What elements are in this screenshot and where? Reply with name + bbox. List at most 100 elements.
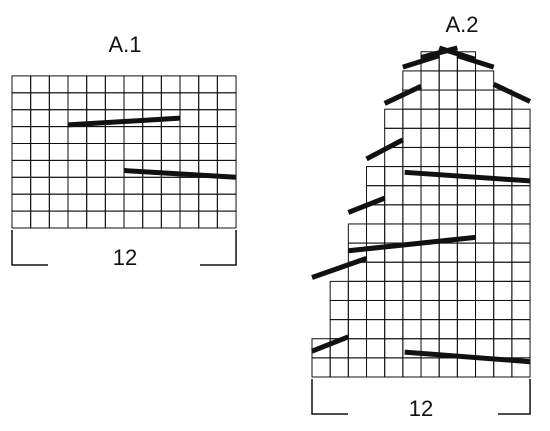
grid-cell xyxy=(366,261,386,282)
grid-cell xyxy=(475,242,495,263)
grid-cell xyxy=(329,280,349,301)
grid-cell xyxy=(104,92,125,111)
grid-cell xyxy=(86,159,106,178)
stitch-mark xyxy=(365,137,405,162)
stitch-mark xyxy=(402,53,440,70)
grid-cell xyxy=(384,204,404,225)
grid-cell xyxy=(30,159,50,178)
grid-cell xyxy=(123,92,144,111)
grid-cell xyxy=(123,75,144,94)
grid-cell xyxy=(438,127,458,148)
grid-cell xyxy=(475,108,495,129)
grid-cell xyxy=(402,261,422,282)
grid-cell xyxy=(366,223,386,244)
chart-title: A.2 xyxy=(445,12,478,37)
grid-cell xyxy=(48,92,69,111)
grid-cell xyxy=(456,89,477,110)
grid-cell xyxy=(493,146,513,168)
grid-cell xyxy=(438,204,458,225)
grid-cell xyxy=(86,143,106,161)
grid-cell xyxy=(420,108,440,129)
grid-cell xyxy=(179,176,200,195)
grid-cell xyxy=(104,210,125,229)
grid-cell xyxy=(511,261,531,282)
grid-cell xyxy=(475,319,495,340)
grid-cell xyxy=(198,109,218,128)
grid-cell xyxy=(384,357,404,378)
grid-cell xyxy=(402,204,422,225)
grid-cell xyxy=(511,204,531,225)
grid-cell xyxy=(493,242,513,263)
grid-cell xyxy=(347,357,368,378)
grid-cell xyxy=(475,89,495,110)
chart-grid xyxy=(311,51,531,378)
grid-cell xyxy=(420,319,440,340)
grid-cell xyxy=(402,280,422,301)
grid-cell xyxy=(511,338,531,359)
grid-cell xyxy=(456,204,477,225)
grid-cell xyxy=(438,261,458,282)
grid-cell xyxy=(438,280,458,301)
grid-cell xyxy=(48,109,69,128)
grid-cell xyxy=(198,193,218,212)
grid-cell xyxy=(475,185,495,206)
grid-cell xyxy=(86,92,106,111)
grid-cell xyxy=(456,127,477,148)
grid-cell xyxy=(475,261,495,282)
grid-cell xyxy=(347,280,368,301)
stitch-mark xyxy=(123,168,237,180)
grid-cell xyxy=(438,70,458,91)
grid-cell xyxy=(123,210,144,229)
grid-cell xyxy=(104,159,125,178)
grid-cell xyxy=(511,299,531,321)
stitch-mark xyxy=(347,195,386,215)
grid-cell xyxy=(438,357,458,378)
grid-cell xyxy=(142,92,162,111)
chart-grid xyxy=(11,75,237,229)
grid-cell xyxy=(366,357,386,378)
grid-cell xyxy=(216,176,237,195)
grid-cell xyxy=(438,242,458,263)
grid-cell xyxy=(216,126,237,144)
grid-cell xyxy=(511,319,531,340)
grid-cell xyxy=(493,299,513,321)
repeat-bracket: 12 xyxy=(311,379,531,421)
grid-cell xyxy=(420,204,440,225)
grid-cell xyxy=(179,143,200,161)
grid-cell xyxy=(475,338,495,359)
grid-cell xyxy=(198,143,218,161)
grid-cell xyxy=(142,176,162,195)
grid-cell xyxy=(511,223,531,244)
grid-cell xyxy=(311,357,331,378)
grid-cell xyxy=(30,193,50,212)
repeat-label: 12 xyxy=(409,396,433,421)
grid-cell xyxy=(384,261,404,282)
grid-cell xyxy=(511,242,531,263)
stitch-mark xyxy=(404,169,531,184)
grid-cell xyxy=(30,176,50,195)
grid-cell xyxy=(347,299,368,321)
grid-cell xyxy=(384,108,404,129)
grid-cell xyxy=(420,261,440,282)
grid-cell xyxy=(402,146,422,168)
grid-cell xyxy=(438,146,458,168)
bracket-right xyxy=(200,230,237,266)
grid-cell xyxy=(438,89,458,110)
grid-cell xyxy=(216,193,237,212)
grid-cell xyxy=(475,70,495,91)
grid-cell xyxy=(347,319,368,340)
grid-cell xyxy=(456,280,477,301)
grid-cell xyxy=(216,210,237,229)
grid-cell xyxy=(216,92,237,111)
grid-cell xyxy=(366,299,386,321)
grid-cell xyxy=(104,143,125,161)
grid-cell xyxy=(366,280,386,301)
grid-cell xyxy=(123,176,144,195)
grid-cell xyxy=(511,108,531,129)
grid-cell xyxy=(420,70,440,91)
grid-cell xyxy=(67,176,88,195)
grid-cell xyxy=(142,126,162,144)
grid-cell xyxy=(456,146,477,168)
grid-cell xyxy=(384,299,404,321)
grid-cell xyxy=(329,299,349,321)
